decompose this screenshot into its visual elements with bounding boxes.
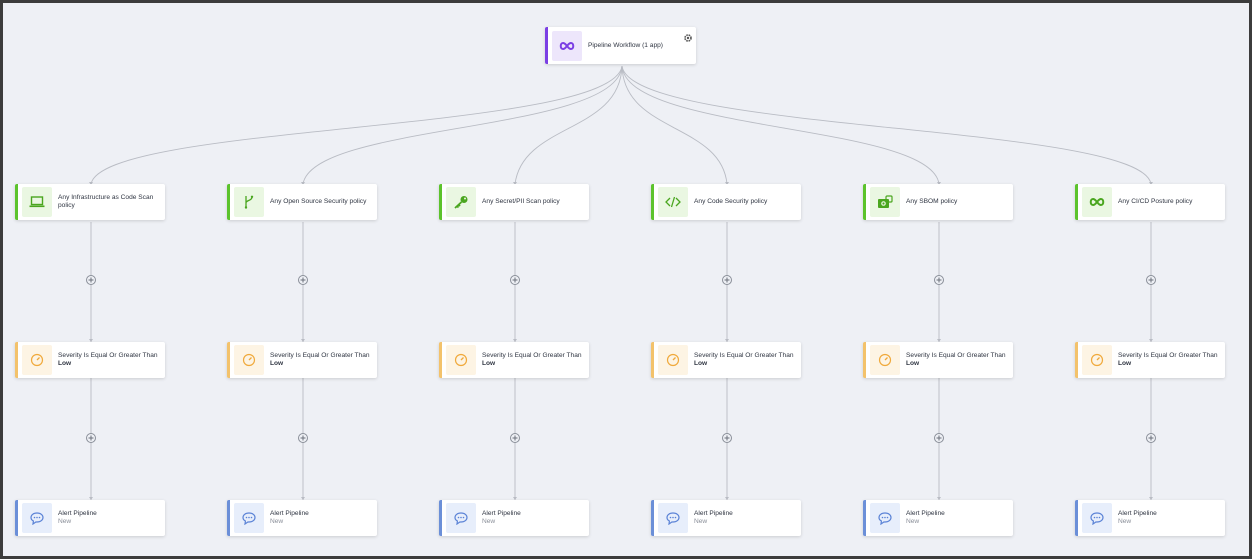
policy-label: Any Open Source Security policy (270, 198, 367, 205)
add-step-button[interactable] (86, 275, 96, 285)
key-icon (446, 187, 476, 217)
root-connector (621, 65, 728, 185)
gear-icon[interactable] (683, 30, 693, 42)
action-label: Alert Pipeline (1118, 510, 1157, 517)
policy-label: Any Secret/PII Scan policy (482, 198, 560, 205)
policy-label: Any CI/CD Posture policy (1118, 198, 1193, 205)
chat-icon (658, 503, 688, 533)
gauge-icon (1082, 345, 1112, 375)
condition-label: Severity Is Equal Or Greater Than (482, 352, 582, 359)
infinity-icon (1082, 187, 1112, 217)
gauge-icon (446, 345, 476, 375)
action-status: New (270, 518, 284, 525)
root-workflow-node[interactable]: Pipeline Workflow (1 app) (545, 27, 696, 64)
condition-value: Low (58, 360, 72, 367)
action-label: Alert Pipeline (694, 510, 733, 517)
action-label: Alert Pipeline (270, 510, 309, 517)
policy-label: Any Infrastructure as Code Scan policy (58, 194, 154, 209)
condition-label: Severity Is Equal Or Greater Than (694, 352, 794, 359)
branch-icon (234, 187, 264, 217)
action-label: Alert Pipeline (482, 510, 521, 517)
root-connector (621, 65, 1152, 185)
root-connector (302, 65, 623, 185)
code-icon (658, 187, 688, 217)
gauge-icon (658, 345, 688, 375)
gauge-icon (234, 345, 264, 375)
root-connector (514, 65, 623, 185)
root-label: Pipeline Workflow (1 app) (588, 41, 664, 49)
condition-label: Severity Is Equal Or Greater Than (906, 352, 1006, 359)
chat-icon (22, 503, 52, 533)
policy-node-code-security[interactable]: Any Code Security policy (651, 184, 801, 220)
policy-label: Any SBOM policy (906, 198, 958, 205)
chat-icon (446, 503, 476, 533)
action-status: New (906, 518, 920, 525)
chat-icon (234, 503, 264, 533)
condition-label: Severity Is Equal Or Greater Than (1118, 352, 1218, 359)
action-status: New (58, 518, 72, 525)
condition-value: Low (270, 360, 284, 367)
gauge-icon (870, 345, 900, 375)
policy-node-secret-pii[interactable]: Any Secret/PII Scan policy (439, 184, 589, 220)
policy-node-cicd-posture[interactable]: Any CI/CD Posture policy (1075, 184, 1225, 220)
gauge-icon (22, 345, 52, 375)
add-step-button[interactable] (722, 275, 732, 285)
infinity-icon (552, 30, 582, 61)
add-step-button[interactable] (298, 433, 308, 443)
condition-value: Low (1118, 360, 1132, 367)
action-label: Alert Pipeline (906, 510, 945, 517)
root-connector (621, 65, 940, 185)
add-step-button[interactable] (934, 275, 944, 285)
chat-icon (870, 503, 900, 533)
add-step-button[interactable] (722, 433, 732, 443)
sbom-icon (870, 187, 900, 217)
policy-label: Any Code Security policy (694, 198, 768, 205)
action-status: New (1118, 518, 1132, 525)
add-step-button[interactable] (298, 275, 308, 285)
add-step-button[interactable] (1146, 275, 1156, 285)
policy-node-open-source[interactable]: Any Open Source Security policy (227, 184, 377, 220)
add-step-button[interactable] (510, 433, 520, 443)
condition-label: Severity Is Equal Or Greater Than (58, 352, 158, 359)
action-status: New (694, 518, 708, 525)
action-label: Alert Pipeline (58, 510, 97, 517)
add-step-button[interactable] (510, 275, 520, 285)
add-step-button[interactable] (1146, 433, 1156, 443)
condition-value: Low (482, 360, 496, 367)
add-step-button[interactable] (934, 433, 944, 443)
workflow-canvas[interactable]: Pipeline Workflow (1 app) Any Infrastruc… (3, 3, 1249, 556)
condition-label: Severity Is Equal Or Greater Than (270, 352, 370, 359)
action-status: New (482, 518, 496, 525)
condition-value: Low (694, 360, 708, 367)
add-step-button[interactable] (86, 433, 96, 443)
chat-icon (1082, 503, 1112, 533)
policy-node-iac[interactable]: Any Infrastructure as Code Scan policy (15, 184, 165, 220)
condition-value: Low (906, 360, 920, 367)
policy-node-sbom[interactable]: Any SBOM policy (863, 184, 1013, 220)
connector-lines (89, 65, 1153, 500)
root-connector (90, 65, 623, 185)
laptop-icon (22, 187, 52, 217)
